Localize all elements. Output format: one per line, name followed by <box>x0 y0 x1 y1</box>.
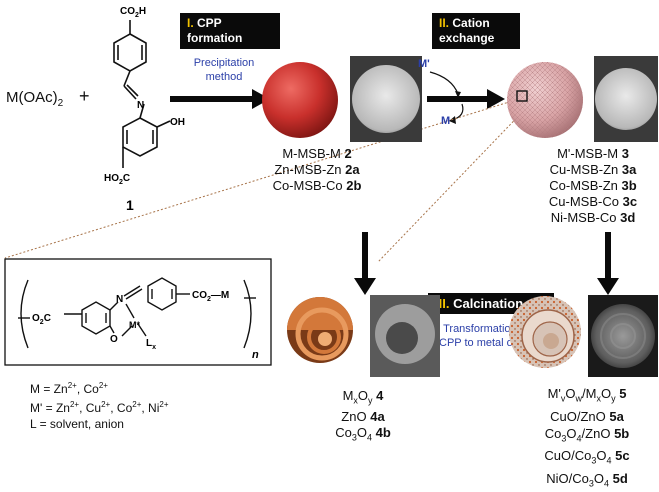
metal-acetate-text: M(OAc) <box>6 89 58 106</box>
oxide-item: NiO/Co3O4 5d <box>546 470 628 489</box>
note-line: Transformation of <box>443 323 529 335</box>
exchanged-product-item: Cu-MSB-Co 3c <box>548 194 638 209</box>
hollow-sphere-dotted <box>509 296 581 368</box>
polymer-repeat-unit: O2C N O M* Lx CO2—M n <box>4 258 272 366</box>
m-label: M <box>441 115 451 127</box>
stage-label-line2: exchange <box>439 31 495 45</box>
cpp-product-item: M-MSB-M 2 <box>282 146 352 161</box>
legend-mprime: M' = Zn2+, Cu2+, Co2+, Ni2+ <box>30 400 169 415</box>
stage-label-line2: formation <box>187 31 243 45</box>
note-line: Precipitation <box>193 57 255 69</box>
m-prime-label: M' <box>418 58 430 70</box>
zoom-line-right <box>377 103 531 263</box>
oxide-item: CuO/Co3O4 5c <box>544 448 630 466</box>
oxide-item: Co3O4/ZnO 5b <box>544 425 630 444</box>
oxide-item: ZnO 4a <box>341 408 385 424</box>
ligand-co2h-top: CO2H <box>120 6 146 19</box>
oxide-list-right: M'vOw/MxOy 5 CuO/ZnO 5a Co3O4/ZnO 5b CuO… <box>518 385 656 492</box>
cpp-product-item: Co-MSB-Co 2b <box>272 178 362 193</box>
hollow-sphere-orange <box>287 297 353 363</box>
structure-frame <box>4 258 272 366</box>
exchanged-product-item: Co-MSB-Zn 3b <box>549 178 637 193</box>
stage-label: Calcination <box>453 296 524 311</box>
metal-acetate-sub: 2 <box>57 98 64 109</box>
exchanged-product-item: Cu-MSB-Zn 3a <box>549 162 637 177</box>
stage-number: I. <box>187 16 194 30</box>
stage-cpp-formation: I. CPP formation <box>180 13 280 49</box>
cpp-sphere-red <box>262 62 338 138</box>
exchanged-product-list: M'-MSB-M 3 Cu-MSB-Zn 3a Co-MSB-Zn 3b Cu-… <box>530 146 656 226</box>
structure-lx: Lx <box>146 338 156 351</box>
oxide-item: CuO/ZnO 5a <box>550 408 624 424</box>
structure-n-subscript: n <box>252 349 259 361</box>
oxide-list-left: MxOy 4 ZnO 4a Co3O4 4b <box>318 388 408 445</box>
arrow-calcination-right <box>597 232 619 295</box>
bracket-right <box>243 279 252 349</box>
stage-number: II. <box>439 16 450 30</box>
arrow-calcination-left <box>354 232 376 295</box>
cpp-product-list: M-MSB-M 2 Zn-MSB-Zn 2a Co-MSB-Co 2b <box>262 146 372 194</box>
cpp-method-note: Precipitation method <box>172 56 276 84</box>
exchanged-product-item: M'-MSB-M 3 <box>557 146 629 161</box>
note-line: CPP to metal oxide <box>439 337 533 349</box>
ligand-n: N <box>137 100 144 111</box>
stage-label: Cation <box>452 16 490 30</box>
structure-n: N <box>116 294 123 305</box>
ligand-oh: OH <box>170 117 185 128</box>
stage-label: CPP <box>197 16 222 30</box>
oxide-item: Co3O4 4b <box>335 424 391 443</box>
metal-acetate: M(OAc)2 <box>6 89 63 109</box>
oxide-item: M'vOw/MxOy 5 <box>547 386 627 404</box>
plus-sign: + <box>79 86 90 106</box>
structure-mstar: M* <box>129 320 140 330</box>
calcination-note: Transformation of CPP to metal oxide <box>422 322 550 350</box>
legend-m: M = Zn2+, Co2+ <box>30 381 108 396</box>
oxide-item: MxOy 4 <box>342 388 384 406</box>
note-line: method <box>205 71 243 83</box>
exchanged-product-item: Ni-MSB-Co 3d <box>550 210 636 225</box>
metal-legend: M = Zn2+, Co2+ M' = Zn2+, Cu2+, Co2+, Ni… <box>30 378 169 432</box>
arrow-cpp-formation <box>170 89 270 109</box>
stage-cation-exchange: II. Cation exchange <box>432 13 520 49</box>
legend-l: L = solvent, anion <box>30 417 124 431</box>
ligand-structure: CO2H N OH HO2C 1 <box>104 6 185 213</box>
ligand-number: 1 <box>126 197 134 213</box>
zoom-box <box>516 90 528 102</box>
ligand-ho2c: HO2C <box>104 173 130 186</box>
structure-co2m: CO2—M <box>192 290 229 303</box>
structure-o: O <box>110 334 118 345</box>
cpp-product-item: Zn-MSB-Zn 2a <box>274 162 360 177</box>
ring-right <box>147 277 177 311</box>
structure-o2c: O2C <box>32 313 51 326</box>
bracket-left <box>20 279 29 349</box>
arrow-cation-exchange <box>427 89 505 109</box>
m-prime-in-arrow <box>429 71 459 95</box>
